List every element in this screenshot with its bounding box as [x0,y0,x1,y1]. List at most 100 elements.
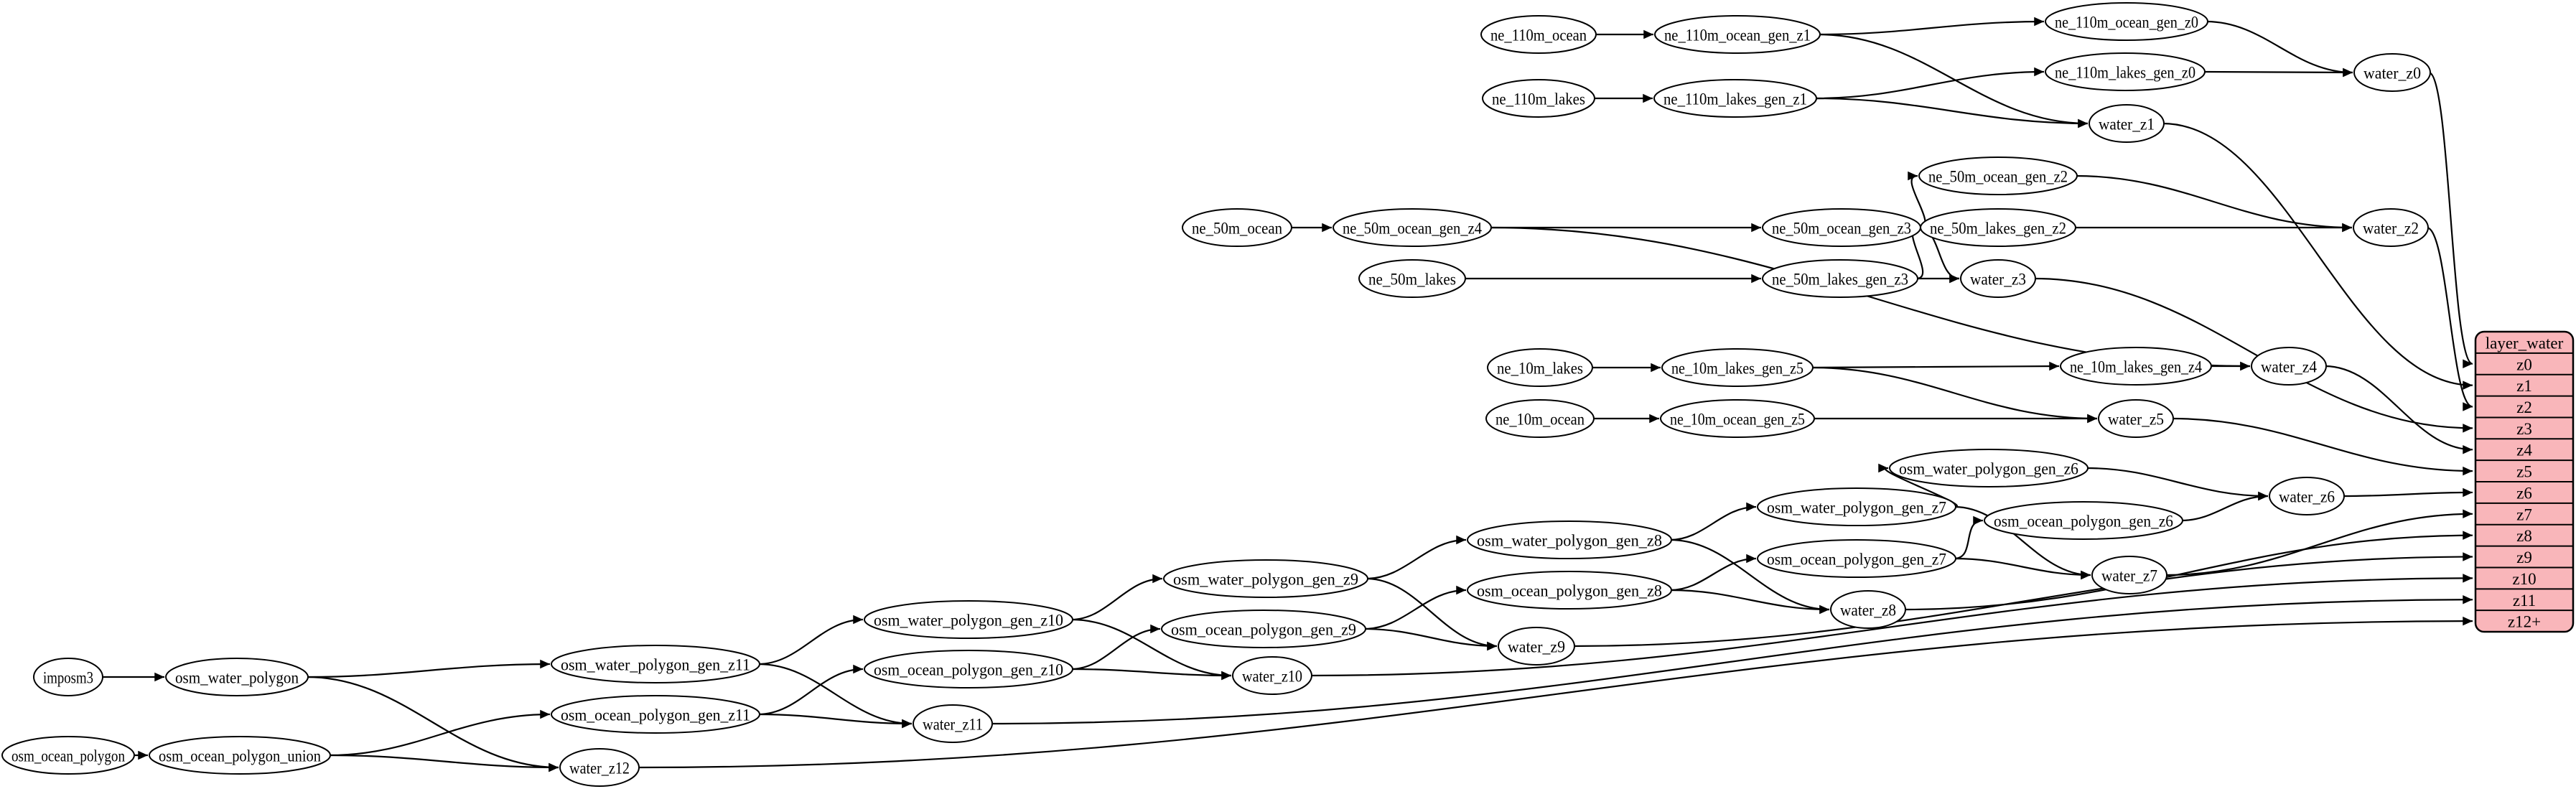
edge-ne_10m_lakes_gen_z5-to-ne_10m_lakes_gen_z4 [1811,361,2060,371]
node-label-water_z11: water_z11 [923,716,983,734]
node-label-osm_water_polygon_gen_z11: osm_water_polygon_gen_z11 [561,656,750,674]
node-label-water_z6: water_z6 [2279,488,2335,506]
node-osm_water_polygon_gen_z9: osm_water_polygon_gen_z9 [1163,559,1368,598]
node-ne_50m_ocean_gen_z4: ne_50m_ocean_gen_z4 [1333,208,1492,247]
node-ellipse-water_z7 [2091,556,2167,594]
node-water_z6: water_z6 [2269,477,2345,515]
node-ellipse-osm_water_polygon_gen_z6 [1889,449,2089,487]
node-ne_110m_ocean_gen_z0: ne_110m_ocean_gen_z0 [2045,2,2208,41]
node-label-ne_110m_ocean: ne_110m_ocean [1490,27,1587,45]
edge-osm_ocean_polygon_gen_z11-to-water_z11 [757,713,913,729]
node-ellipse-ne_110m_ocean [1480,15,1597,54]
node-water_z3: water_z3 [1960,259,2036,298]
edge-water_z8-to-layer_water-z8 [1903,531,2473,611]
node-label-ne_110m_lakes_gen_z1: ne_110m_lakes_gen_z1 [1663,90,1807,108]
node-ellipse-water_z3 [1960,259,2036,298]
node-label-ne_50m_ocean_gen_z3: ne_50m_ocean_gen_z3 [1772,220,1911,238]
edge-osm_ocean_polygon_gen_z11-to-osm_ocean_polygon_gen_z10 [757,664,864,716]
node-label-ne_110m_lakes: ne_110m_lakes [1492,90,1585,108]
node-osm_ocean_polygon_gen_z9: osm_ocean_polygon_gen_z9 [1161,610,1366,648]
layer-water-row-z4: z4 [2516,442,2532,459]
node-water_z10: water_z10 [1232,656,1312,695]
edge-water_z6-to-layer_water-z6 [2342,487,2473,498]
node-label-ne_50m_lakes_gen_z2: ne_50m_lakes_gen_z2 [1930,220,2066,238]
edge-osm_water_polygon_gen_z9-to-water_z9 [1366,577,1498,651]
node-ne_50m_lakes_gen_z2: ne_50m_lakes_gen_z2 [1920,208,2076,247]
node-ellipse-ne_110m_ocean_gen_z0 [2045,2,2208,41]
edge-osm_water_polygon-to-water_z12 [306,676,559,772]
layer-water-row-z1: z1 [2516,377,2532,395]
node-osm_ocean_polygon_gen_z7: osm_ocean_polygon_gen_z7 [1757,539,1956,578]
node-label-water_z0: water_z0 [2363,65,2421,83]
node-label-osm_water_polygon_gen_z7: osm_water_polygon_gen_z7 [1767,499,1946,517]
node-ne_110m_ocean_gen_z1: ne_110m_ocean_gen_z1 [1654,15,1821,54]
node-ellipse-osm_ocean_polygon_gen_z7 [1757,539,1956,578]
node-label-osm_ocean_polygon: osm_ocean_polygon [11,747,125,765]
node-ellipse-water_z11 [913,704,993,743]
node-label-water_z3: water_z3 [1970,271,2026,289]
node-water_z11: water_z11 [913,704,993,743]
edge-osm_ocean_polygon_gen_z7-to-osm_ocean_polygon_gen_z6 [1954,515,1984,560]
node-label-ne_50m_ocean: ne_50m_ocean [1192,220,1282,238]
node-label-osm_ocean_polygon_gen_z7: osm_ocean_polygon_gen_z7 [1767,551,1946,569]
node-water_z0: water_z0 [2353,53,2431,92]
edge-ne_110m_ocean_gen_z1-to-ne_110m_ocean_gen_z0 [1818,17,2045,36]
edge-osm_ocean_polygon_gen_z9-to-water_z9 [1363,627,1498,651]
edge-water_z4-to-layer_water-z4 [2324,365,2473,454]
edge-water_z11-to-layer_water-z11 [990,595,2473,725]
node-ellipse-osm_water_polygon [165,658,309,696]
node-ellipse-ne_50m_ocean_gen_z4 [1333,208,1492,247]
node-ellipse-ne_110m_lakes [1482,79,1595,118]
node-ellipse-ne_10m_lakes [1487,348,1593,387]
node-label-water_z12: water_z12 [569,760,630,778]
edge-ne_110m_ocean_gen_z1-to-water_z1 [1818,33,2089,129]
node-label-water_z10: water_z10 [1242,668,1302,686]
layer-water-row-z8: z8 [2516,527,2532,545]
node-ne_110m_ocean: ne_110m_ocean [1480,15,1597,54]
edge-osm_water_polygon_gen_z10-to-osm_water_polygon_gen_z9 [1070,574,1163,621]
node-water_z12: water_z12 [559,748,640,787]
node-ne_110m_lakes_gen_z1: ne_110m_lakes_gen_z1 [1653,79,1817,118]
edges-layer [101,17,2473,772]
node-ellipse-water_z0 [2353,53,2431,92]
node-ellipse-osm_water_polygon_gen_z7 [1757,487,1956,526]
node-ellipse-ne_110m_ocean_gen_z1 [1654,15,1821,54]
node-ellipse-ne_50m_ocean [1182,208,1292,247]
node-osm_water_polygon_gen_z7: osm_water_polygon_gen_z7 [1757,487,1956,526]
node-label-imposm3: imposm3 [43,669,93,687]
node-water_z1: water_z1 [2089,104,2165,143]
layer-water-row-z6: z6 [2516,484,2532,502]
node-ellipse-water_z1 [2089,104,2165,143]
edge-water_z9-to-layer_water-z9 [1572,552,2473,648]
edge-osm_ocean_polygon_gen_z9-to-osm_ocean_polygon_gen_z8 [1363,585,1467,630]
node-osm_ocean_polygon: osm_ocean_polygon [1,736,135,775]
node-water_z4: water_z4 [2251,347,2327,386]
node-label-osm_water_polygon_gen_z10: osm_water_polygon_gen_z10 [874,612,1063,630]
node-label-ne_50m_ocean_gen_z4: ne_50m_ocean_gen_z4 [1343,220,1482,238]
node-imposm3: imposm3 [33,658,103,696]
node-osm_water_polygon_gen_z11: osm_water_polygon_gen_z11 [551,645,760,683]
edge-osm_water_polygon_gen_z10-to-water_z10 [1070,618,1232,681]
node-label-osm_water_polygon_gen_z9: osm_water_polygon_gen_z9 [1173,571,1358,589]
node-label-water_z2: water_z2 [2363,220,2419,238]
node-osm_ocean_polygon_gen_z10: osm_ocean_polygon_gen_z10 [864,650,1073,688]
node-ellipse-ne_10m_ocean_gen_z5 [1660,399,1815,438]
node-ellipse-ne_50m_lakes_gen_z3 [1762,259,1918,298]
node-ellipse-water_z2 [2353,208,2429,247]
node-label-osm_ocean_polygon_gen_z11: osm_ocean_polygon_gen_z11 [561,706,750,724]
edge-osm_ocean_polygon_gen_z10-to-water_z10 [1070,668,1232,681]
edge-ne_110m_ocean_gen_z0-to-water_z0 [2206,20,2353,78]
layer-water-title: layer_water [2486,334,2564,352]
node-water_z5: water_z5 [2098,399,2174,438]
node-ellipse-imposm3 [33,658,103,696]
node-ellipse-osm_ocean_polygon_gen_z10 [864,650,1073,688]
edge-osm_ocean_polygon_union-to-water_z12 [328,754,559,772]
node-ne_10m_lakes_gen_z4: ne_10m_lakes_gen_z4 [2060,347,2212,386]
node-ellipse-osm_water_polygon_gen_z9 [1163,559,1368,598]
edge-ne_110m_lakes_gen_z0-to-water_z0 [2203,67,2353,78]
edge-osm_ocean_polygon_gen_z8-to-water_z8 [1669,589,1830,615]
edge-water_z2-to-layer_water-z2 [2426,226,2473,411]
node-ne_10m_ocean: ne_10m_ocean [1485,399,1595,438]
node-label-osm_ocean_polygon_union: osm_ocean_polygon_union [159,747,321,765]
